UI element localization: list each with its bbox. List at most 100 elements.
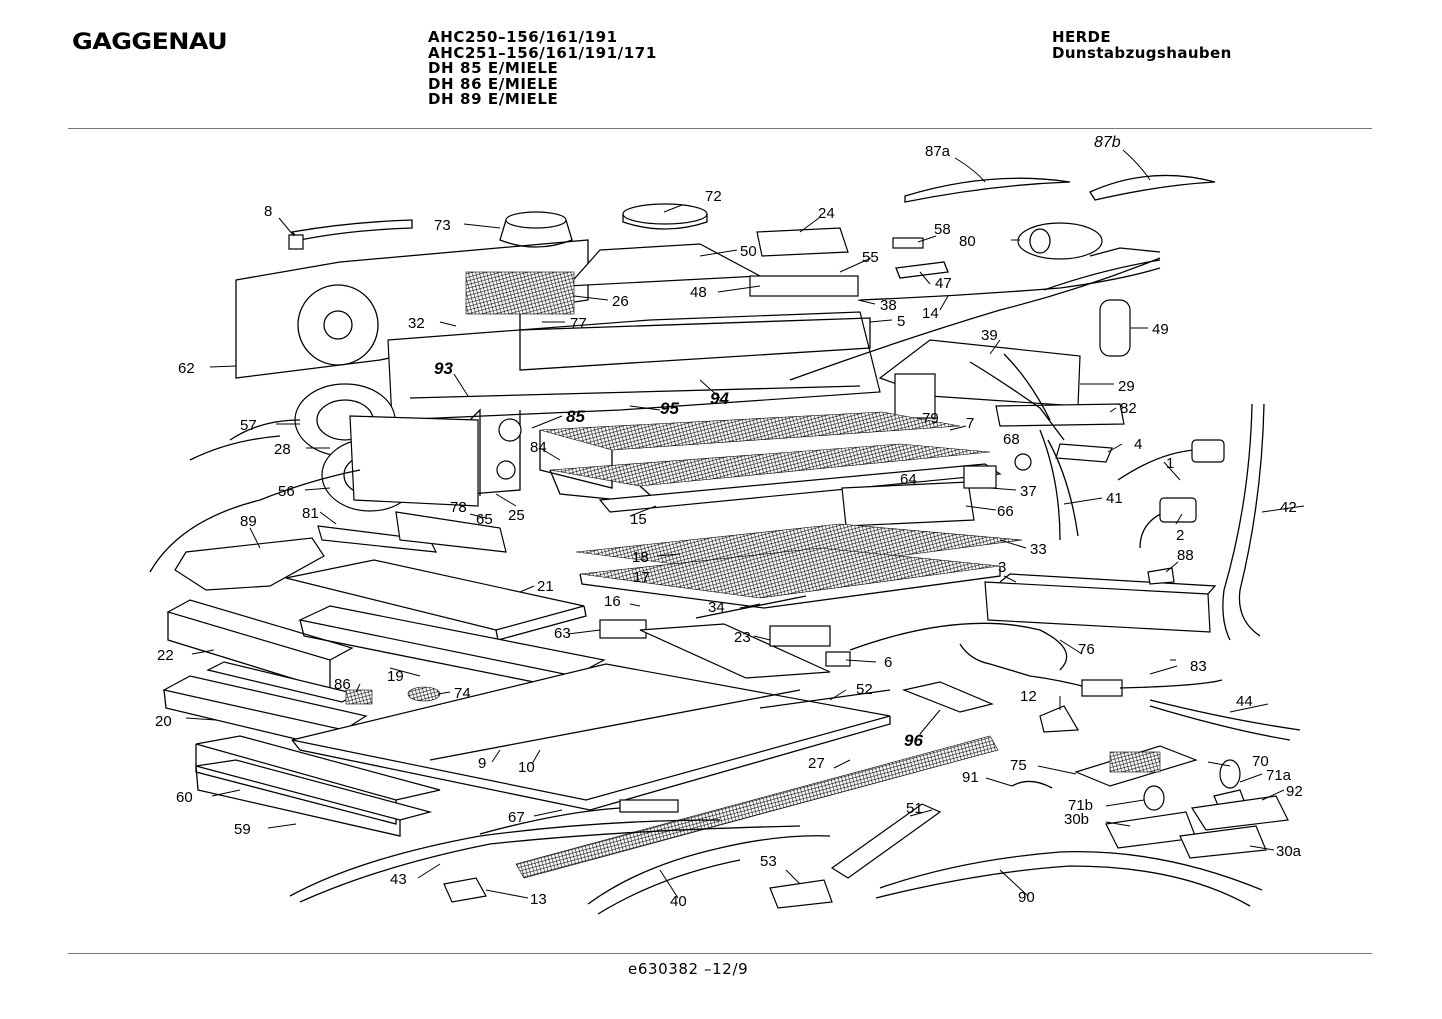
part-label-1: 1 bbox=[1166, 455, 1174, 472]
part-label-25: 25 bbox=[508, 507, 525, 524]
parts-drawing bbox=[149, 174, 1301, 915]
part-label-17: 17 bbox=[633, 569, 650, 586]
model-line: AHC250–156/161/191 bbox=[428, 28, 618, 46]
part-label-83: 83 bbox=[1190, 658, 1207, 675]
model-line: DH 89 E/MIELE bbox=[428, 90, 559, 108]
part-label-24: 24 bbox=[818, 205, 835, 222]
part-label-89: 89 bbox=[240, 513, 257, 530]
part-label-73: 73 bbox=[434, 217, 451, 234]
part-label-52: 52 bbox=[856, 681, 873, 698]
part-label-88: 88 bbox=[1177, 547, 1194, 564]
part-label-34: 34 bbox=[708, 599, 725, 616]
part-label-75: 75 bbox=[1010, 757, 1027, 774]
part-label-30b: 30b bbox=[1064, 811, 1089, 828]
part-label-76: 76 bbox=[1078, 641, 1095, 658]
part-label-30a: 30a bbox=[1276, 843, 1302, 860]
part-label-22: 22 bbox=[157, 647, 174, 664]
part-label-57: 57 bbox=[240, 417, 257, 434]
part-label-38: 38 bbox=[880, 297, 897, 314]
part-label-18: 18 bbox=[632, 549, 649, 566]
part-label-71a: 71a bbox=[1266, 767, 1292, 784]
part-label-41: 41 bbox=[1106, 490, 1123, 507]
part-label-63: 63 bbox=[554, 625, 571, 642]
part-label-32: 32 bbox=[408, 315, 425, 332]
part-label-10: 10 bbox=[518, 759, 535, 776]
part-label-44: 44 bbox=[1236, 693, 1253, 710]
part-label-6: 6 bbox=[884, 654, 892, 671]
part-label-29: 29 bbox=[1118, 378, 1135, 395]
part-label-91: 91 bbox=[962, 769, 979, 786]
part-label-87a: 87a bbox=[925, 143, 951, 160]
part-label-70: 70 bbox=[1252, 753, 1269, 770]
part-label-40: 40 bbox=[670, 893, 687, 910]
category-subtitle: Dunstabzugshauben bbox=[1052, 43, 1232, 62]
part-label-9: 9 bbox=[478, 755, 486, 772]
part-label-96: 96 bbox=[904, 731, 923, 750]
part-label-82: 82 bbox=[1120, 400, 1137, 417]
part-label-79: 79 bbox=[922, 410, 939, 427]
model-line: DH 85 E/MIELE bbox=[428, 59, 559, 77]
brand-logo: GAGGENAU bbox=[72, 30, 228, 55]
part-label-81: 81 bbox=[302, 505, 319, 522]
part-label-53: 53 bbox=[760, 853, 777, 870]
part-label-15: 15 bbox=[630, 511, 647, 528]
part-label-65: 65 bbox=[476, 511, 493, 528]
part-label-48: 48 bbox=[690, 284, 707, 301]
part-label-3: 3 bbox=[998, 559, 1006, 576]
part-label-59: 59 bbox=[234, 821, 251, 838]
header-divider bbox=[68, 128, 1372, 129]
part-label-23: 23 bbox=[734, 629, 751, 646]
part-label-2: 2 bbox=[1176, 527, 1184, 544]
part-label-33: 33 bbox=[1030, 541, 1047, 558]
part-label-87b: 87b bbox=[1094, 134, 1121, 151]
part-label-71b: 71b bbox=[1068, 797, 1093, 814]
document-number: e630382 –12/9 bbox=[628, 960, 749, 978]
part-label-4: 4 bbox=[1134, 436, 1142, 453]
part-label-86: 86 bbox=[334, 676, 351, 693]
leader-lines bbox=[185, 149, 1305, 899]
part-label-95: 95 bbox=[660, 399, 679, 418]
part-label-66: 66 bbox=[997, 503, 1014, 520]
part-label-20: 20 bbox=[155, 713, 172, 730]
part-label-39: 39 bbox=[981, 327, 998, 344]
part-label-58: 58 bbox=[934, 221, 951, 238]
part-label-67: 67 bbox=[508, 809, 525, 826]
part-label-42: 42 bbox=[1280, 499, 1297, 516]
part-label-47: 47 bbox=[935, 275, 952, 292]
part-label-60: 60 bbox=[176, 789, 193, 806]
part-label-51: 51 bbox=[906, 800, 923, 817]
category-line: HERDE bbox=[1052, 28, 1112, 46]
part-label-14: 14 bbox=[922, 305, 939, 322]
part-label-77: 77 bbox=[570, 315, 587, 332]
part-label-72: 72 bbox=[705, 188, 722, 205]
category-heading: HERDE Dunstabzugshauben bbox=[1052, 28, 1232, 62]
part-label-80: 80 bbox=[959, 233, 976, 250]
footer-divider bbox=[68, 953, 1372, 954]
part-label-68: 68 bbox=[1003, 431, 1020, 448]
part-label-8: 8 bbox=[264, 203, 272, 220]
part-label-16: 16 bbox=[604, 593, 621, 610]
part-label-93: 93 bbox=[434, 359, 453, 378]
part-label-78: 78 bbox=[450, 499, 467, 516]
part-label-85: 85 bbox=[566, 407, 585, 426]
part-label-21: 21 bbox=[537, 578, 554, 595]
part-label-62: 62 bbox=[178, 360, 195, 377]
part-label-90: 90 bbox=[1018, 889, 1035, 906]
part-label-13: 13 bbox=[530, 891, 547, 908]
part-label-92: 92 bbox=[1286, 783, 1303, 800]
part-label-74: 74 bbox=[454, 685, 471, 702]
part-label-26: 26 bbox=[612, 293, 629, 310]
part-labels: 8 73 72 87a 87b 24 58 80 50 55 47 48 26 … bbox=[155, 134, 1303, 910]
part-label-5: 5 bbox=[897, 313, 905, 330]
model-line: DH 86 E/MIELE bbox=[428, 74, 559, 93]
part-label-50: 50 bbox=[740, 243, 757, 260]
part-label-56: 56 bbox=[278, 483, 295, 500]
part-label-43: 43 bbox=[390, 871, 407, 888]
model-list: AHC250–156/161/191 AHC251–156/161/191/17… bbox=[428, 28, 657, 108]
part-label-84: 84 bbox=[530, 439, 547, 456]
part-label-7: 7 bbox=[966, 415, 974, 432]
part-label-19: 19 bbox=[387, 668, 404, 685]
part-label-64: 64 bbox=[900, 471, 917, 488]
part-label-27: 27 bbox=[808, 755, 825, 772]
